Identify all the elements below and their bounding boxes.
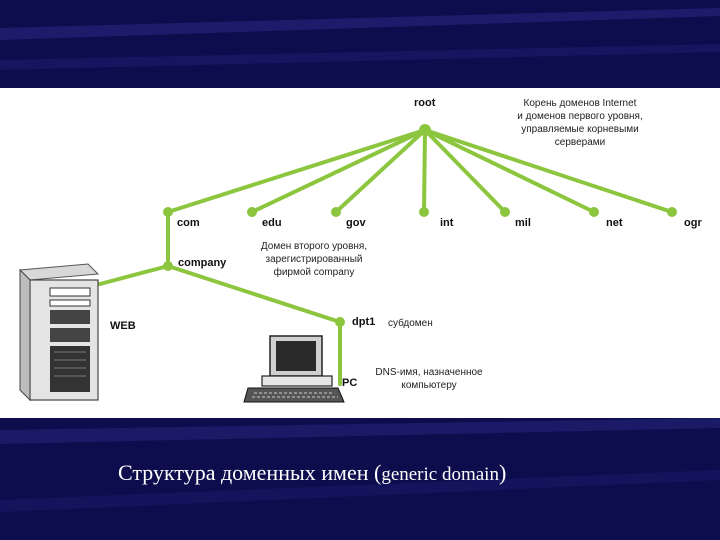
node-mil xyxy=(500,207,510,217)
tld-label-com: com xyxy=(177,217,200,229)
root-label: root xyxy=(414,97,436,109)
caption-main: Структура доменных имен ( xyxy=(118,460,382,485)
node-edu xyxy=(247,207,257,217)
edge-root-net xyxy=(423,128,596,214)
caption-sub: generic domain xyxy=(381,464,499,485)
edge-root-mil xyxy=(423,128,507,214)
node-dpt1 xyxy=(335,317,345,327)
node-root xyxy=(419,124,431,136)
edge-root-ogr xyxy=(423,128,674,214)
diagram-panel xyxy=(0,88,720,418)
domain-tree-diagram xyxy=(18,124,677,403)
node-int xyxy=(419,207,429,217)
tld-label-mil: mil xyxy=(515,217,531,229)
edge-root-gov xyxy=(334,128,427,214)
tld-label-gov: gov xyxy=(346,217,366,229)
edge-root-edu xyxy=(250,128,427,214)
caption-close: ) xyxy=(498,460,507,485)
tld-label-net: net xyxy=(606,217,623,229)
slide-caption: Структура доменных имен (generic domain) xyxy=(118,460,708,486)
dpt1-note: субдомен xyxy=(388,318,433,329)
edge-company-dpt1 xyxy=(166,264,342,324)
web-label: WEB xyxy=(110,320,136,332)
pc-label: PC xyxy=(342,377,358,389)
company-label: company xyxy=(178,257,227,269)
root-note: Корень доменов Internet и доменов первог… xyxy=(517,98,643,148)
node-net xyxy=(589,207,599,217)
node-gov xyxy=(331,207,341,217)
dpt1-label: dpt1 xyxy=(352,316,376,328)
tld-label-int: int xyxy=(440,217,454,229)
node-com xyxy=(163,207,173,217)
server-icon xyxy=(18,263,100,402)
tld-label-ogr: ogr xyxy=(684,217,702,229)
pc-note: DNS-имя, назначенное компьютеру xyxy=(375,367,483,391)
company-note: Домен второго уровня, зарегистрированный… xyxy=(260,241,368,278)
computer-icon xyxy=(243,335,345,403)
edge-root-com xyxy=(166,128,427,214)
tld-label-edu: edu xyxy=(262,217,282,229)
edge-root-int xyxy=(422,128,427,214)
node-ogr xyxy=(667,207,677,217)
node-company xyxy=(163,261,173,271)
edge-company-web xyxy=(98,264,170,286)
